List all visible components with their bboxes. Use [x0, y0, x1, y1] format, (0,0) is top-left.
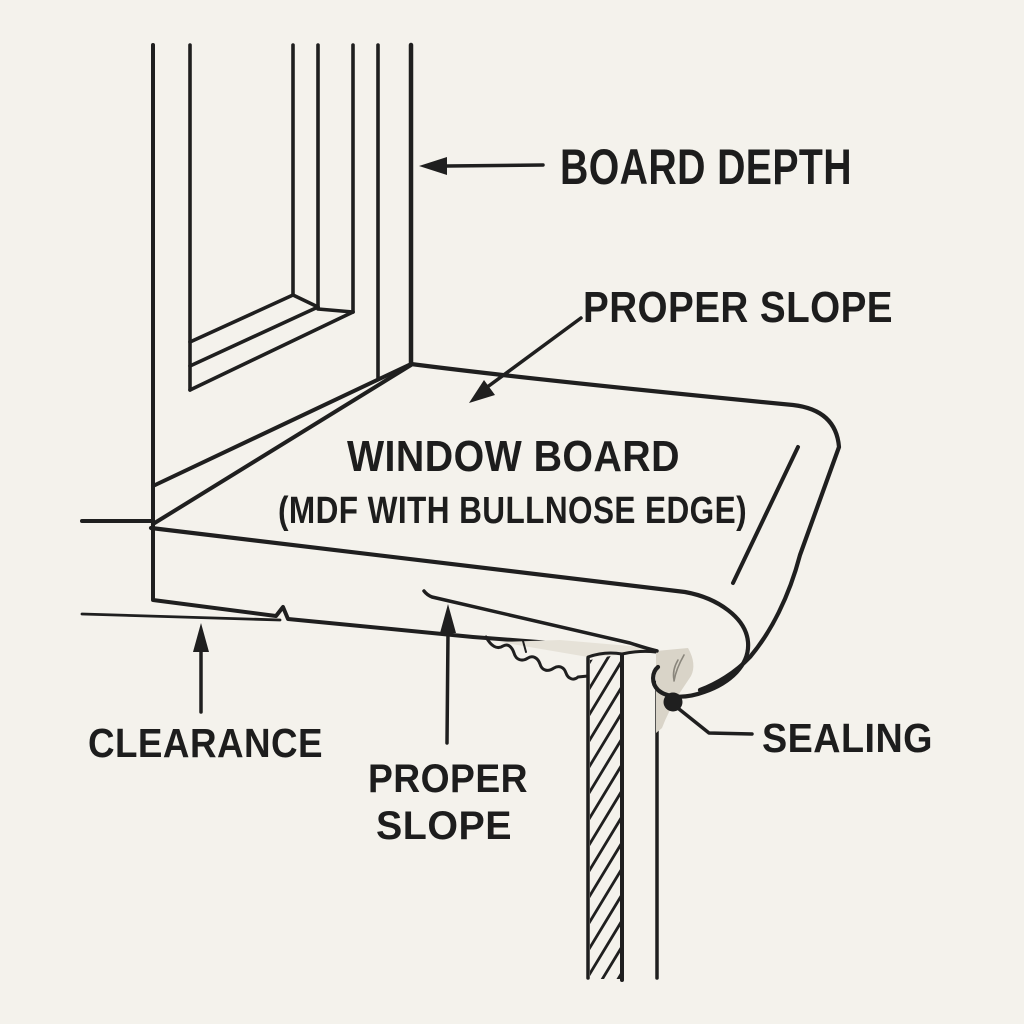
- frame-base-step-4: [188, 310, 355, 392]
- proper-slope-bottom-arrow: [440, 604, 456, 745]
- wall-hatch-lines: [590, 654, 621, 979]
- frame-base-step-2: [188, 305, 320, 368]
- sealing-label: SEALING: [762, 715, 933, 761]
- plaster-tick: [522, 640, 527, 653]
- window-board-subtitle-label: (MDF WITH BULLNOSE EDGE): [278, 490, 747, 532]
- frame-vertical-outer-left-and-board-end: [151, 43, 658, 653]
- clearance-arrow: [193, 623, 209, 714]
- sealing-leader-dot-icon: [663, 692, 683, 712]
- proper-slope-bottom-label-line2: SLOPE: [376, 804, 512, 848]
- frame-board-junction-lower: [151, 363, 413, 526]
- board-surface-accent-line: [731, 445, 800, 585]
- window-board-title-label: WINDOW BOARD: [347, 432, 680, 481]
- proper-slope-top-arrow: [469, 316, 583, 403]
- sealant-texture-2: [673, 654, 685, 682]
- board-depth-label: BOARD DEPTH: [560, 139, 852, 195]
- clearance-label: CLEARANCE: [88, 720, 323, 766]
- board-depth-arrow: [419, 157, 545, 175]
- annotations: [193, 157, 754, 745]
- frame-base-step-1: [188, 293, 320, 344]
- proper-slope-top-arrow-line: [484, 316, 583, 390]
- board-back-edge-and-right-end: [408, 361, 842, 693]
- proper-slope-top-arrowhead-icon: [469, 380, 495, 403]
- proper-slope-top-label: PROPER SLOPE: [583, 283, 893, 332]
- window-frame: [151, 42, 658, 653]
- plaster-rough-edge: [484, 635, 590, 681]
- wall-section: [484, 635, 694, 982]
- clearance-arrowhead-icon: [193, 623, 209, 652]
- window-board: [80, 361, 842, 699]
- sealant-bead: [656, 648, 694, 733]
- clearance-gap-line: [80, 612, 282, 622]
- board-front-edge-and-bullnose-curl: [148, 525, 751, 699]
- frame-board-junction-upper: [151, 362, 413, 488]
- sealing-leader: [663, 692, 754, 736]
- board-depth-arrowhead-icon: [419, 157, 447, 175]
- board-depth-arrow-line: [445, 163, 545, 168]
- proper-slope-bottom-arrow-line: [445, 631, 450, 745]
- sealing-leader-line: [677, 707, 754, 736]
- labels: BOARD DEPTH PROPER SLOPE WINDOW BOARD (M…: [88, 139, 933, 848]
- proper-slope-bottom-arrowhead-icon: [440, 604, 456, 633]
- frame-base-step-3: [316, 307, 355, 314]
- board-underside-drip-line: [422, 589, 659, 653]
- proper-slope-bottom-label-line1: PROPER: [368, 757, 528, 801]
